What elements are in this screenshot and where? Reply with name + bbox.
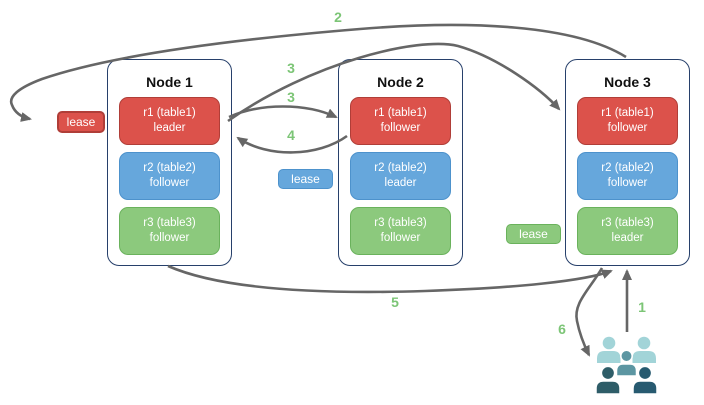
replica-range: r1 (table1) (374, 107, 427, 119)
replica-range: r2 (table2) (143, 162, 196, 174)
replica-role: follower (380, 122, 421, 134)
node-2-r1-box: r1 (table1) follower (350, 97, 451, 145)
arrow-step-3-to-node2 (228, 105, 338, 119)
node-2-r2-box: r2 (table2) leader (350, 152, 451, 200)
step-label-5: 5 (391, 294, 399, 310)
replica-range: r1 (table1) (143, 107, 196, 119)
lease-badge-r2: lease (278, 169, 333, 189)
replica-range: r2 (table2) (601, 162, 654, 174)
replica-range: r1 (table1) (601, 107, 654, 119)
lease-badge-r3: lease (506, 224, 561, 244)
replica-range: r2 (table2) (374, 162, 427, 174)
step-label-4: 4 (287, 127, 295, 143)
replica-role: leader (611, 232, 644, 244)
step-label-6: 6 (558, 321, 566, 337)
lease-badge-r1: lease (57, 111, 105, 133)
replica-role: follower (149, 232, 190, 244)
replica-role: leader (153, 122, 186, 134)
node-3-r3-box: r3 (table3) leader (577, 207, 678, 255)
replica-role: follower (380, 232, 421, 244)
arrow-step-5-response (167, 264, 613, 294)
step-label-1: 1 (638, 299, 646, 315)
node-3-title: Node 3 (604, 74, 651, 90)
replica-role: follower (607, 177, 648, 189)
node-1-r2-box: r2 (table2) follower (119, 152, 220, 200)
arrow-step-2 (9, 23, 627, 122)
node-1-r3-box: r3 (table3) follower (119, 207, 220, 255)
arrow-step-6-reply (575, 267, 604, 357)
node-3-r1-box: r1 (table1) follower (577, 97, 678, 145)
node-3-r2-box: r2 (table2) follower (577, 152, 678, 200)
node-2-r3-box: r3 (table3) follower (350, 207, 451, 255)
replica-range: r3 (table3) (374, 217, 427, 229)
replica-role: leader (384, 177, 417, 189)
step-label-2: 2 (334, 9, 342, 25)
users-icon (595, 336, 658, 395)
step-label-3a: 3 (287, 60, 295, 76)
replica-role: follower (149, 177, 190, 189)
replica-range: r3 (table3) (601, 217, 654, 229)
node-1-r1-box: r1 (table1) leader (119, 97, 220, 145)
node-1-title: Node 1 (146, 74, 193, 90)
node-3: Node 3 r1 (table1) follower r2 (table2) … (565, 59, 690, 266)
replica-role: follower (607, 122, 648, 134)
node-2-title: Node 2 (377, 74, 424, 90)
arrow-step-3-to-node3 (227, 42, 561, 123)
node-1: Node 1 r1 (table1) leader r2 (table2) fo… (107, 59, 232, 266)
node-2: Node 2 r1 (table1) follower r2 (table2) … (338, 59, 463, 266)
replica-range: r3 (table3) (143, 217, 196, 229)
step-label-3b: 3 (287, 89, 295, 105)
arrow-step-4-ack (236, 134, 348, 154)
